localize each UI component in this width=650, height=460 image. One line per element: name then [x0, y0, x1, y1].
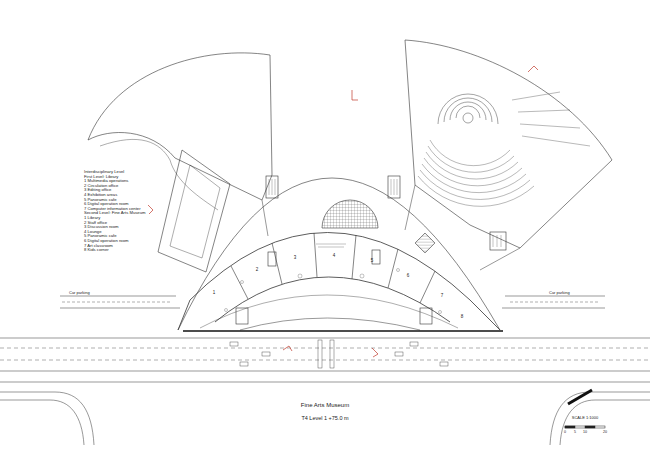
- scale-tick: 10: [583, 431, 587, 435]
- plan-title: Fine Arts Museum: [301, 402, 349, 408]
- legend-line: 8 Kids corner: [83, 248, 110, 252]
- callout-number: 5: [371, 259, 374, 264]
- callout-number: 6: [407, 274, 410, 279]
- scale-tick: 0: [564, 431, 566, 435]
- scale-tick: 5: [574, 431, 576, 435]
- callout-number: 1: [213, 291, 216, 296]
- callout-number: 8: [461, 315, 464, 320]
- callout-number: 7: [441, 294, 444, 299]
- road-label: Car parking: [548, 291, 571, 295]
- road-label: Car parking: [68, 291, 91, 295]
- scale-label: SCALE 1:1000: [572, 416, 598, 420]
- callout-number: 2: [256, 268, 259, 273]
- callout-number: 4: [333, 254, 336, 259]
- scale-tick: 20: [603, 431, 607, 435]
- callout-number: 3: [294, 256, 297, 261]
- level-caption: T4 Level 1 +75.0 m: [301, 416, 348, 422]
